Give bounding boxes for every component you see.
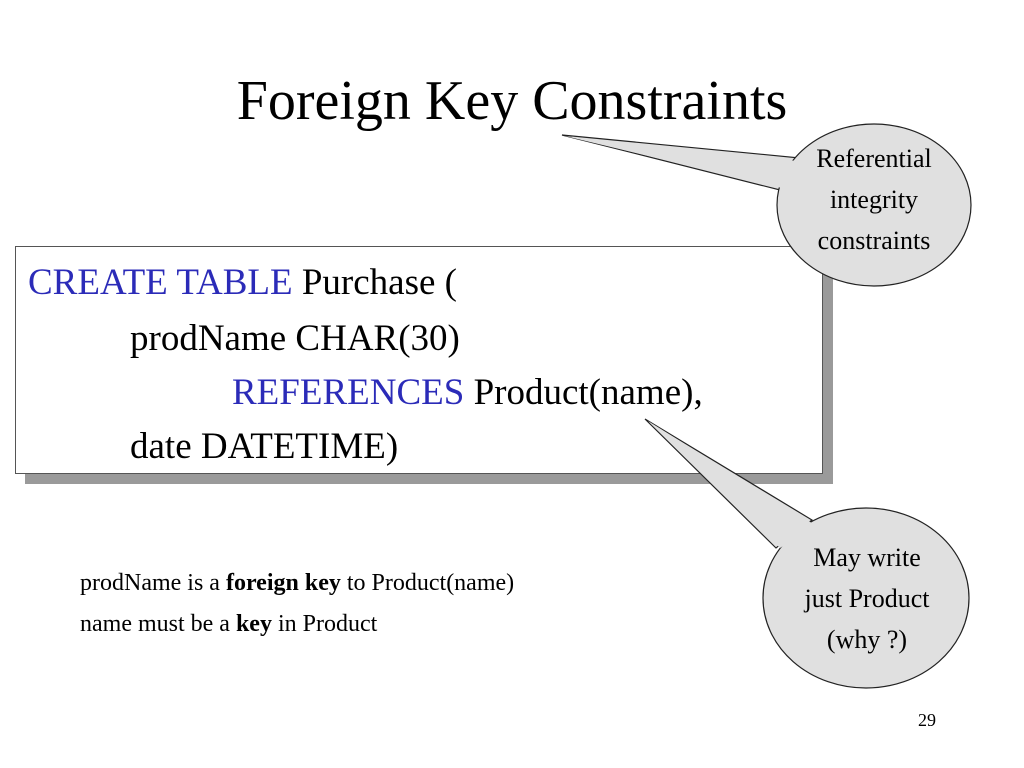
note-foreign-key: prodName is a foreign key to Product(nam… <box>80 568 514 598</box>
note-text: to Product(name) <box>346 570 515 596</box>
page-number: 29 <box>918 710 936 730</box>
bottom-callout-text: May write just Product (why ?) <box>764 537 970 660</box>
create-table-keyword: CREATE TABLE <box>28 262 293 303</box>
references-rest: Product(name), <box>473 372 703 413</box>
top-callout-line: integrity <box>829 185 919 214</box>
code-line-date: date DATETIME) <box>130 426 399 467</box>
note-bold-text: key <box>235 611 272 637</box>
code-box: CREATE TABLE Purchase ( prodName CHAR(30… <box>15 246 823 474</box>
note-text: in Product <box>277 611 378 637</box>
note-key: name must be a key in Product <box>80 609 377 639</box>
slide-title: Foreign Key Constraints <box>236 70 788 132</box>
bottom-callout-line: just Product <box>804 584 930 613</box>
code-line-create-table: CREATE TABLE Purchase ( <box>28 261 457 305</box>
code-line-prodname: prodName CHAR(30) <box>130 318 460 359</box>
bottom-callout-bubble <box>644 418 970 689</box>
top-callout-line: Referential <box>816 144 932 173</box>
code-line-references: REFERENCES Product(name), <box>232 371 703 415</box>
top-callout-bubble <box>561 123 972 287</box>
note-text: prodName is a <box>80 570 220 596</box>
note-bold-text: foreign key <box>225 570 341 596</box>
top-callout-line: constraints <box>817 226 931 255</box>
note-text: name must be a <box>80 611 230 637</box>
bottom-callout-line: (why ?) <box>826 625 908 654</box>
references-keyword: REFERENCES <box>232 372 465 413</box>
create-table-rest: Purchase ( <box>301 262 457 303</box>
top-callout-text: Referential integrity constraints <box>776 138 972 261</box>
bottom-callout-line: May write <box>813 543 921 572</box>
